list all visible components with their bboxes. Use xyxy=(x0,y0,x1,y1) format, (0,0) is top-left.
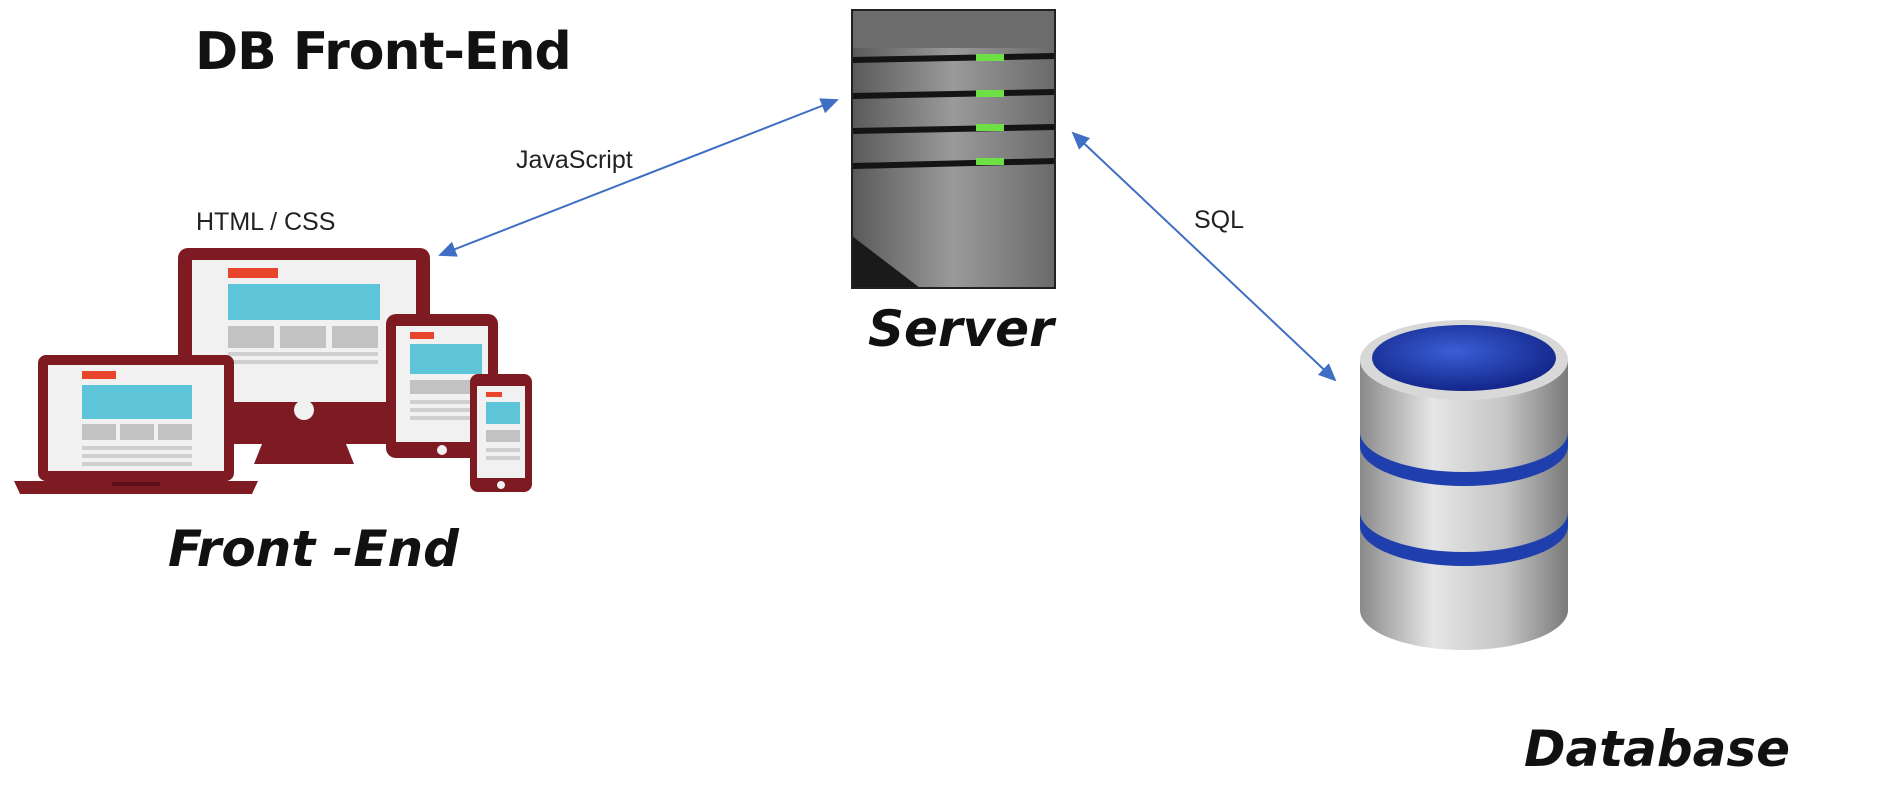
front-end-devices-icon xyxy=(14,248,532,494)
sql-label: SQL xyxy=(1194,206,1245,234)
javascript-arrow xyxy=(438,98,839,257)
database-icon xyxy=(1360,320,1568,650)
front-end-label: Front -End xyxy=(168,520,459,578)
diagram-title: DB Front-End xyxy=(195,22,572,82)
sql-arrow xyxy=(1071,131,1337,382)
html-css-label: HTML / CSS xyxy=(196,208,336,236)
server-label: Server xyxy=(868,300,1054,358)
database-label: Database xyxy=(1524,720,1791,778)
server-icon xyxy=(851,9,1056,289)
javascript-label: JavaScript xyxy=(516,146,633,174)
